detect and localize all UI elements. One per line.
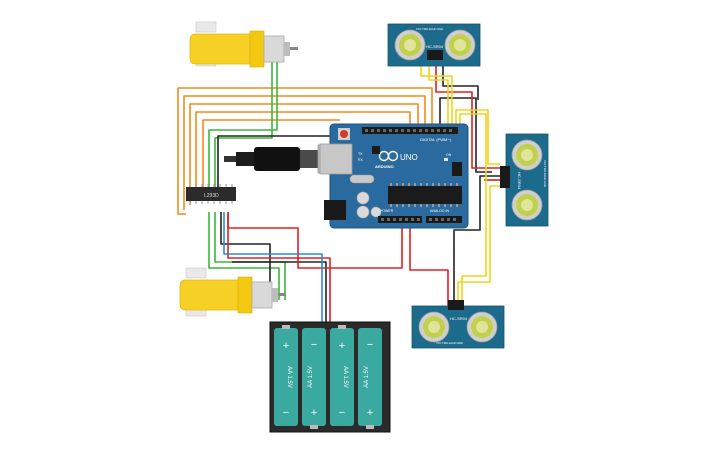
wire-yellow-1 (428, 64, 449, 128)
wire-black-4 (442, 64, 479, 100)
arduino-logo: ARDUINO UNO (375, 150, 418, 169)
wire-black-3 (439, 97, 492, 173)
motor-driver-label: L293D (204, 193, 219, 199)
battery-cell-4: − + AA 1.5V (358, 328, 382, 429)
wire-green-top-motor (214, 62, 273, 188)
sensor-right-pins: VCC TRIG ECHO GND (543, 160, 547, 187)
wire-red-2 (435, 64, 500, 169)
ultrasonic-sensor-right[interactable]: HC-SR04 VCC TRIG ECHO GND (500, 133, 549, 227)
on-led (444, 158, 448, 161)
motor-driver-chip[interactable]: L293D (186, 184, 236, 204)
wire-yellow-2 (420, 64, 453, 128)
wire-red-3 (409, 228, 449, 308)
wire-black-2 (220, 212, 271, 300)
wire-green-top-motor-2 (208, 62, 278, 188)
sensor-bottom-label: HC-SR04 (450, 316, 468, 321)
battery-cell-2: − + AA 1.5V (302, 328, 326, 429)
wire-orange-5 (202, 119, 340, 196)
cell-1-label: AA 1.5V (286, 366, 292, 388)
cell-2-plus: + (311, 407, 317, 419)
sensor-bottom-pins: VCC TRIG ECHO GND (436, 341, 463, 345)
arduino-brand-label: ARDUINO (375, 164, 394, 169)
cell-2-minus: − (311, 339, 317, 351)
power-header-label: POWER (380, 209, 394, 213)
ultrasonic-sensor-top[interactable]: HC-SR04 VCC TRIG ECHO GND (387, 23, 481, 67)
wire-black-6 (232, 261, 327, 326)
cell-1-plus: + (283, 340, 289, 352)
cell-4-minus: − (367, 339, 373, 351)
cell-3-plus: + (339, 340, 345, 352)
wire-orange-6 (177, 212, 186, 215)
cell-1-minus: − (283, 407, 289, 419)
dc-motor-top[interactable] (189, 21, 298, 68)
battery-cell-1: + − AA 1.5V (274, 325, 298, 426)
sensor-right-label: HC-SR04 (517, 172, 522, 190)
wire-blue-1 (223, 212, 323, 326)
ultrasonic-sensor-bottom[interactable]: HC-SR04 VCC TRIG ECHO GND (411, 300, 505, 349)
wire-yellow-5 (457, 185, 500, 308)
wire-orange-3 (189, 103, 419, 205)
analog-header-label: ANALOG IN (430, 209, 450, 213)
wire-orange-1 (177, 87, 433, 212)
wire-yellow-3 (455, 109, 500, 165)
cell-4-plus: + (367, 407, 373, 419)
atmega-chip (388, 186, 462, 204)
wire-orange-2 (183, 95, 426, 210)
dc-motor-bottom[interactable] (179, 267, 286, 317)
wire-red-4 (227, 212, 331, 326)
cell-2-label: AA 1.5V (308, 366, 314, 388)
sensor-top-label: HC-SR04 (426, 44, 444, 49)
cell-3-label: AA 1.5V (342, 366, 348, 388)
tx-label: TX (358, 152, 363, 156)
arduino-uno-board[interactable]: DIGITAL (PWM~) ARDUINO UNO ON TX RX (319, 123, 469, 229)
rx-label: RX (358, 158, 364, 162)
wires (177, 62, 500, 326)
sensor-top-pins: VCC TRIG ECHO GND (416, 27, 443, 31)
cell-4-label: AA 1.5V (364, 366, 370, 388)
on-led-label: ON (446, 153, 452, 157)
cell-3-minus: − (339, 407, 345, 419)
digital-header-label: DIGITAL (PWM~) (420, 137, 452, 142)
wire-orange-4 (195, 111, 411, 200)
reset-button[interactable] (340, 130, 348, 138)
battery-cell-3: + − AA 1.5V (330, 325, 354, 426)
wire-green-bottom-motor-2 (208, 212, 280, 300)
arduino-model-label: UNO (400, 153, 418, 162)
battery-pack[interactable]: + − AA 1.5V − + AA 1.5V + − AA 1.5V − + … (269, 321, 391, 433)
